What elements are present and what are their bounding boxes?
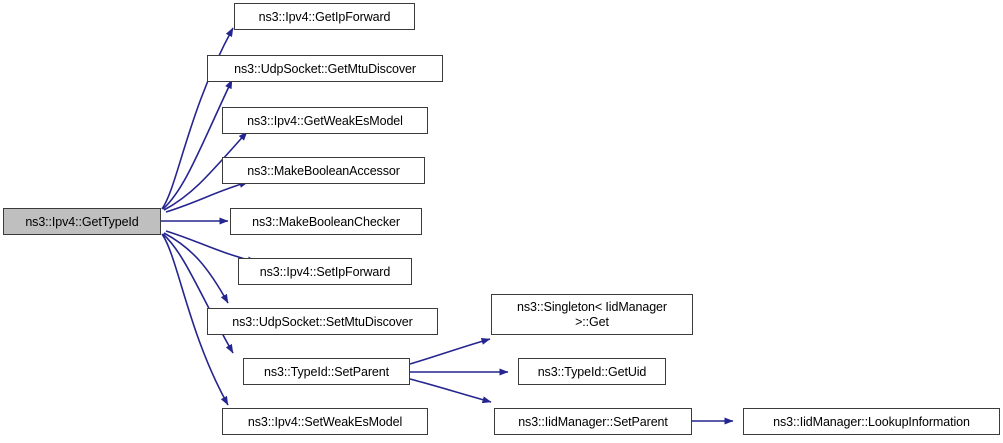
graph-node-n8[interactable]: ns3::TypeId::SetParent (243, 358, 410, 385)
edge-gettypeid-to-getmtudiscover (162, 79, 233, 210)
edge-gettypeid-to-setmtudiscover (163, 232, 229, 304)
graph-node-n9[interactable]: ns3::Ipv4::SetWeakEsModel (222, 408, 428, 435)
graph-node-n6[interactable]: ns3::Ipv4::SetIpForward (238, 258, 412, 285)
graph-node-n11[interactable]: ns3::TypeId::GetUid (518, 358, 666, 385)
graph-node-n5[interactable]: ns3::MakeBooleanChecker (230, 208, 422, 235)
graph-node-n12[interactable]: ns3::IidManager::SetParent (494, 408, 692, 435)
graph-node-n13[interactable]: ns3::IidManager::LookupInformation (743, 408, 1000, 435)
edge-gettypeid-to-setparent (162, 233, 234, 354)
edge-setparent-to-singleton-get (409, 337, 491, 365)
graph-node-n2[interactable]: ns3::UdpSocket::GetMtuDiscover (207, 55, 443, 82)
graph-node-n1[interactable]: ns3::Ipv4::GetIpForward (234, 3, 415, 30)
graph-node-n3[interactable]: ns3::Ipv4::GetWeakEsModel (222, 107, 428, 134)
graph-node-n7[interactable]: ns3::UdpSocket::SetMtuDiscover (207, 308, 438, 335)
graph-node-n10[interactable]: ns3::Singleton< IidManager >::Get (491, 294, 693, 335)
graph-node-n0[interactable]: ns3::Ipv4::GetTypeId (3, 208, 161, 235)
edge-setparent-to-iidmanager-setparent (409, 378, 492, 404)
graph-node-n4[interactable]: ns3::MakeBooleanAccessor (222, 157, 425, 184)
